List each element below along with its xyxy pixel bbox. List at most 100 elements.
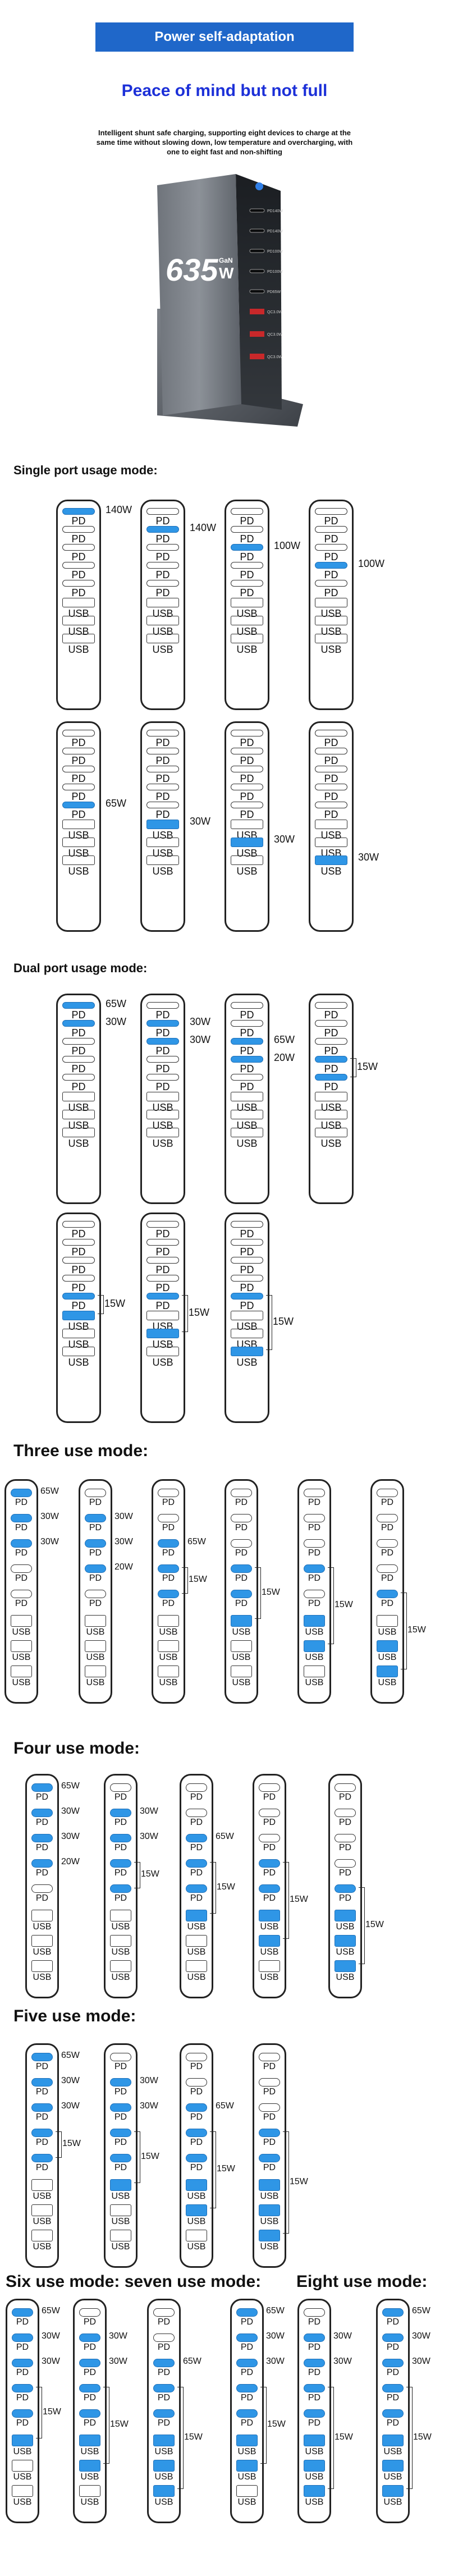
pd-port [79,2359,100,2368]
usb-port [304,1666,325,1677]
usb-port [231,1329,263,1338]
port-label: PD [155,773,170,785]
pd-port [146,508,179,515]
pd-port [186,1884,207,1893]
port-label: PD [71,1009,86,1021]
port-label: PD [35,2062,49,2072]
shared-power-bracket [103,2387,109,2464]
shared-power-bracket [210,2131,216,2209]
watt-label: 30W [40,1536,59,1546]
port-label: PD [15,1573,28,1584]
port-label: USB [154,2497,173,2507]
pd-port [12,2384,33,2393]
port-label: PD [240,1081,254,1093]
pd-port [79,2384,100,2393]
usb-port [62,1092,95,1101]
port-label: PD [235,1573,248,1584]
port-label: PD [89,1523,102,1533]
usb-port [146,634,179,643]
pd-port [186,1809,207,1818]
watt-label: 15W [267,2419,286,2429]
pd-port [31,1834,53,1843]
svg-text:PD140W: PD140W [267,209,283,213]
port-label: USB [68,865,89,877]
pd-port [12,2308,33,2317]
pd-port [304,1564,325,1573]
subtitle: Peace of mind but not full [121,81,328,100]
usb-port [31,2179,53,2191]
port-label: PD [155,1246,170,1258]
port-label: PD [114,1893,127,1904]
usb-port [259,1935,280,1947]
port-label: PD [308,2418,321,2428]
port-label: PD [155,1045,170,1057]
port-label: PD [35,1843,49,1853]
pd-port [335,1859,356,1868]
svg-text:QC3.0W: QC3.0W [267,333,282,337]
usb-port [31,2204,53,2216]
port-label: PD [235,1599,248,1609]
usb-port [231,616,263,625]
usb-port [85,1640,106,1652]
pd-port [158,1539,179,1548]
pd-port [11,1539,32,1548]
shared-power-bracket [260,2387,267,2464]
pd-port [146,1239,179,1246]
pd-port [231,1275,263,1282]
pd-port [377,1514,398,1523]
usb-port [146,1128,179,1137]
watt-label: 15W [141,1869,159,1879]
watt-label: 140W [190,521,217,533]
watt-label: 20W [274,1051,295,1063]
pd-port [146,526,179,533]
port-label: PD [324,515,338,527]
watt-label: 30W [190,1033,211,1045]
usb-port [31,1910,53,1921]
pd-port [304,1514,325,1523]
pd-port [315,784,347,791]
pd-port [231,508,263,515]
pd-port [146,1221,179,1228]
port-label: USB [152,1356,173,1368]
pd-port [231,1002,263,1009]
port-label: USB [152,643,173,655]
pd-port [315,730,347,737]
watt-label: 15W [217,1882,235,1892]
pd-port [146,580,179,587]
usb-port [31,1935,53,1947]
watt-label: 30W [333,2331,352,2341]
pd-port [236,2308,258,2317]
usb-port [62,1347,95,1356]
watt-label: 30W [358,851,379,863]
pd-port [231,1074,263,1081]
port-label: PD [114,1792,127,1802]
usb-port [146,855,179,865]
pd-port [146,1293,179,1300]
port-label: USB [260,2217,279,2226]
port-label: PD [308,1573,321,1584]
port-label: PD [83,2368,97,2378]
port-label: PD [338,1792,352,1802]
port-label: PD [308,2368,321,2378]
port-label: PD [240,809,254,821]
port-label: PD [324,1027,338,1039]
wattage-number: 635 [166,252,218,287]
watt-label: 30W [61,1831,80,1841]
port-label: PD [240,1009,254,1021]
pd-port [382,2308,404,2317]
port-label: PD [16,2317,29,2327]
watt-label: 30W [106,1015,127,1027]
port-label: USB [232,1653,251,1662]
pd-port [231,580,263,587]
usb-port [231,820,263,829]
port-label: PD [35,1792,49,1802]
port-label: USB [320,865,342,877]
port-label: PD [16,2342,29,2353]
usb-port [377,1615,398,1627]
usb-port [110,2230,131,2241]
port-label: PD [155,1264,170,1276]
